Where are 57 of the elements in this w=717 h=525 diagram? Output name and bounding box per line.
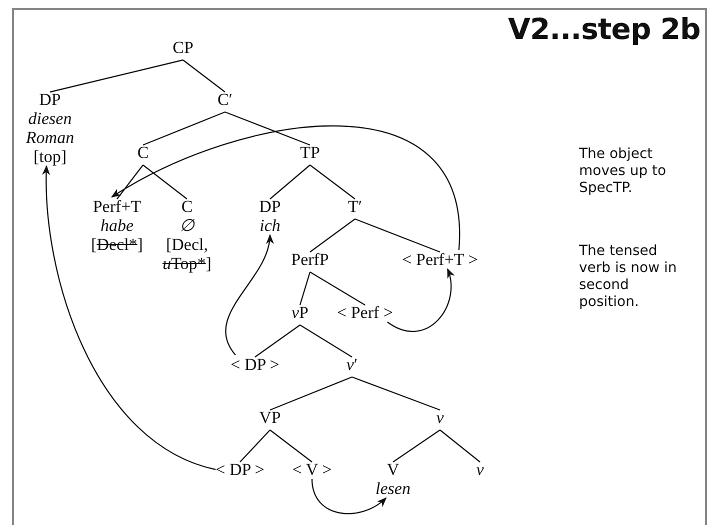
category-label: C: [137, 143, 149, 162]
word-label: habe: [100, 216, 134, 235]
tree-branch: [240, 430, 270, 462]
word-label: ich: [260, 216, 280, 235]
tree-branch: [300, 324, 352, 358]
category-label: < Perf >: [337, 303, 393, 322]
tree-branch: [310, 218, 356, 252]
tree-branch: [142, 111, 226, 146]
tree-branch: [254, 324, 300, 358]
category-label: Perf+T: [92, 197, 142, 216]
tree-branch: [270, 430, 312, 462]
category-label: C′: [217, 90, 233, 109]
tree-branch: [310, 271, 366, 306]
explanation-text: The tensed verb is now in second position.: [579, 243, 678, 311]
tree-branch: [299, 272, 311, 306]
category-label: v′: [346, 355, 358, 374]
tree-branch: [50, 59, 184, 93]
category-label: DP: [39, 90, 61, 109]
category-label: < Perf+T >: [402, 250, 478, 269]
slide-title: V2...step 2b: [508, 12, 700, 46]
word-label: ∅: [178, 216, 196, 235]
feature-label: [top]: [32, 147, 68, 166]
category-label: PerfP: [291, 250, 329, 269]
tree-branch: [392, 430, 440, 462]
category-label: TP: [300, 143, 320, 162]
movement-arrow: [42, 165, 216, 470]
feature-label: [Decl*]: [91, 235, 143, 254]
word-label: diesen Roman: [24, 109, 76, 147]
movement-arrow: [110, 125, 460, 250]
explanation-text: The object moves up to SpecTP.: [579, 146, 668, 197]
tree-branch: [142, 164, 188, 200]
category-label: DP: [259, 197, 281, 216]
category-label: CP: [172, 38, 194, 57]
tree-branch: [270, 376, 352, 411]
category-label: V: [386, 460, 400, 479]
tree-branch: [354, 218, 440, 253]
tree-branch: [440, 430, 480, 462]
movement-arrow: [387, 268, 454, 332]
tree-branch: [310, 164, 356, 200]
category-label: v: [436, 408, 444, 427]
category-label: T′: [348, 197, 362, 216]
tree-branch: [224, 111, 310, 146]
feature-label: [Decl, uTop*]: [162, 235, 212, 273]
category-label: v: [476, 460, 484, 479]
word-label: lesen: [376, 479, 410, 498]
tree-branch: [116, 164, 144, 200]
category-label: < DP >: [230, 355, 280, 374]
movement-arrow: [311, 478, 387, 514]
category-label: vP: [292, 303, 308, 322]
category-label: C: [181, 197, 193, 216]
tree-branch: [270, 164, 310, 200]
movement-arrow: [225, 234, 273, 356]
category-label: < DP >: [216, 460, 264, 479]
tree-branch: [182, 60, 226, 92]
category-label: VP: [259, 408, 281, 427]
tree-branch: [352, 376, 440, 411]
category-label: < V >: [292, 460, 332, 479]
